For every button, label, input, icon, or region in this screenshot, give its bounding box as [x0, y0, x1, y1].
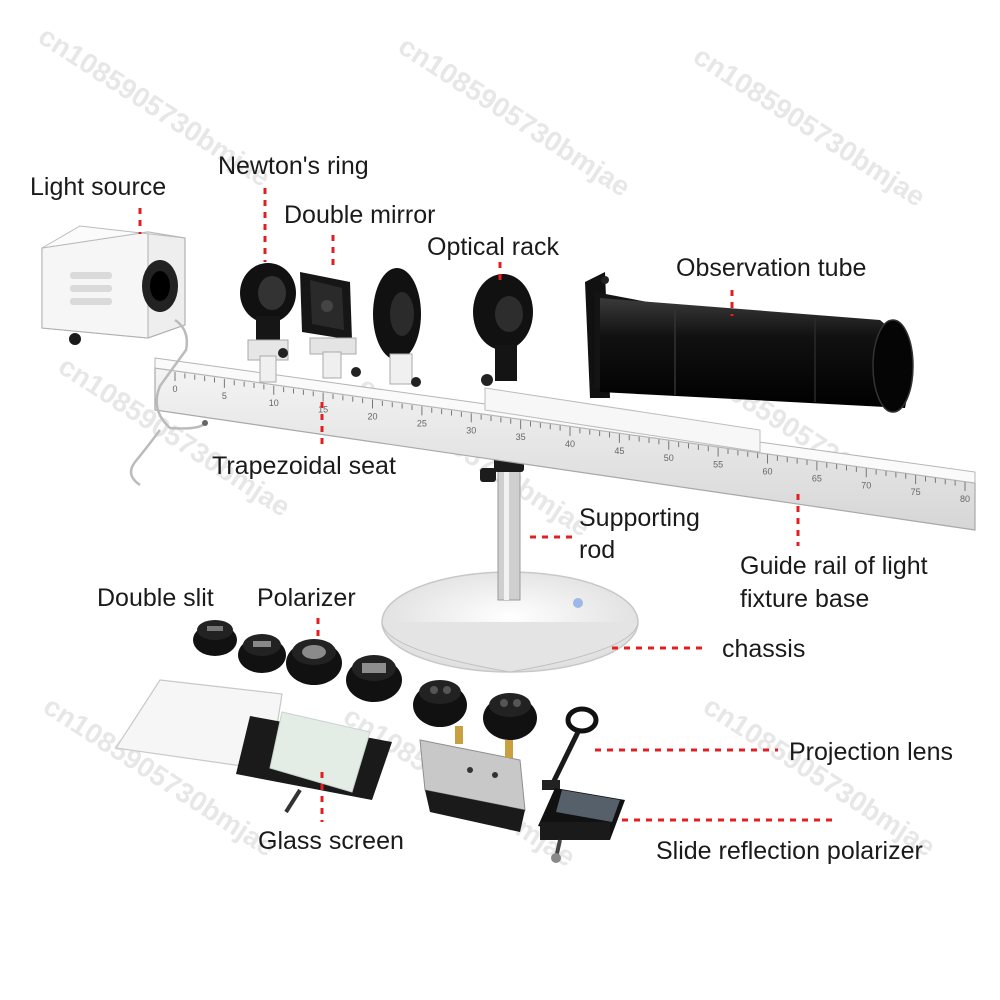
rail-scale-ticks [174, 372, 966, 491]
guide-rail-part: 0 5 10 15 20 25 30 35 40 45 50 55 60 65 70 75 80 [154, 357, 976, 531]
rail-scale-number: 25 [417, 418, 427, 428]
label-double-mirror: Double mirror [284, 201, 436, 229]
label-double-slit: Double slit [97, 584, 214, 612]
rail-scale-number: 40 [565, 439, 575, 449]
rail-scale-number: 30 [466, 425, 476, 435]
leader-lines [138, 188, 832, 822]
light-source-part [41, 225, 208, 487]
label-supporting-rod-line1: Supporting [579, 504, 700, 532]
rail-scale-number: 60 [762, 467, 772, 477]
observation-tube-part [585, 272, 914, 413]
newtons-ring-part [240, 263, 296, 383]
rail-scale-number: 20 [367, 412, 377, 422]
rail-scale-number: 80 [960, 494, 970, 504]
glass-screen-part [114, 679, 392, 814]
rail-scale-number: 55 [713, 460, 723, 470]
chassis-part [381, 571, 639, 673]
rail-scale-numbers: 0 5 10 15 20 25 30 35 40 45 50 55 60 65 70 75 80 [172, 384, 970, 504]
label-light-source: Light source [30, 173, 167, 201]
label-trapezoidal-seat: Trapezoidal seat [212, 452, 396, 480]
slide-reflection-polarizer-part [538, 788, 625, 863]
rail-scale-number: 35 [516, 432, 526, 442]
optical-rack-part [473, 274, 533, 386]
rail-scale-number: 15 [318, 405, 328, 415]
label-polarizer: Polarizer [257, 584, 356, 612]
label-observation-tube: Observation tube [676, 254, 867, 282]
label-newtons-ring: Newton's ring [218, 152, 369, 180]
double-mirror-part [300, 272, 361, 379]
rail-scale-number: 10 [269, 398, 279, 408]
double-slit-part [193, 620, 237, 656]
label-optical-rack: Optical rack [427, 233, 559, 261]
rail-scale-number: 45 [614, 446, 624, 456]
label-slide-reflection-polarizer: Slide reflection polarizer [656, 837, 923, 865]
rail-scale-number: 0 [172, 384, 177, 394]
rail-scale-number: 75 [911, 487, 921, 497]
polarizer-parts [238, 634, 402, 702]
rail-scale-number: 50 [664, 453, 674, 463]
label-supporting-rod-line2: rod [579, 536, 616, 564]
rail-scale-number: 5 [222, 391, 227, 401]
label-projection-lens: Projection lens [789, 738, 953, 766]
label-glass-screen: Glass screen [258, 827, 404, 855]
label-guide-rail-line1: Guide rail of light [740, 552, 928, 580]
metal-seat-part [419, 726, 526, 832]
supporting-rod-part [480, 456, 524, 601]
lens-holder-part [373, 268, 421, 387]
rail-scale-number: 70 [861, 480, 871, 490]
label-chassis: chassis [722, 635, 806, 663]
projection-lens-part [542, 706, 599, 790]
rail-scale-number: 65 [812, 473, 822, 483]
small-holder-parts [413, 680, 537, 740]
label-guide-rail-line2: fixture base [740, 585, 870, 613]
